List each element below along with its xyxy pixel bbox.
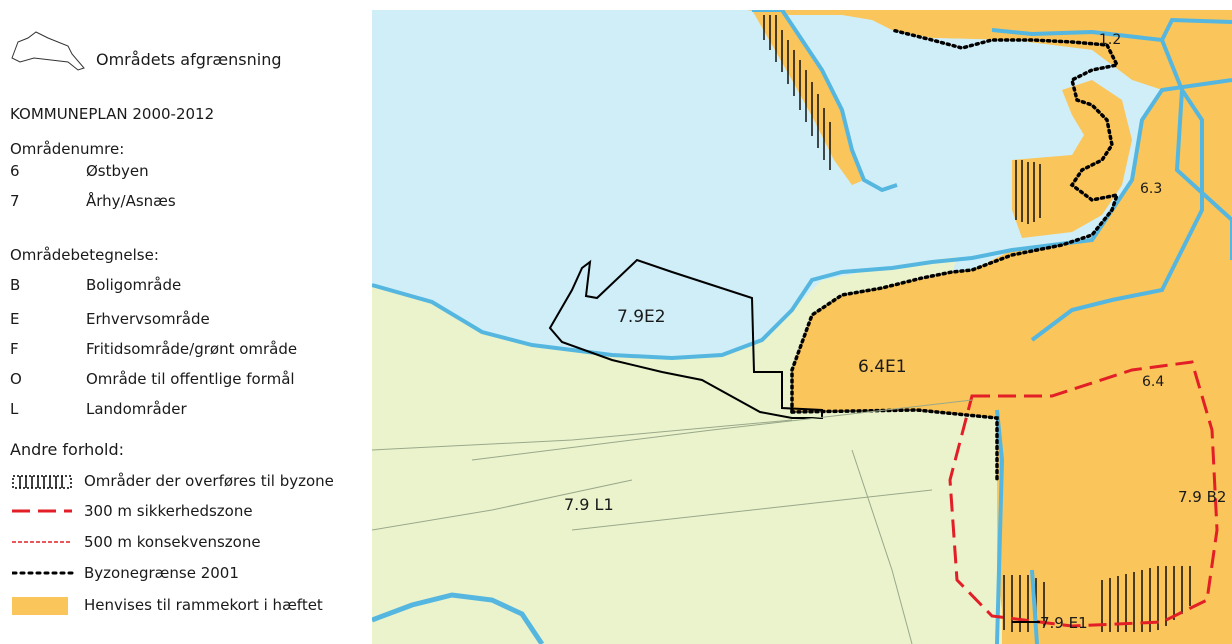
spit-coastline (752, 10, 898, 193)
byzone-boundary (790, 28, 1120, 414)
label-6-3: 6.3 (1140, 181, 1162, 197)
water-area (372, 10, 1232, 358)
byzone-boundary-south (790, 408, 999, 482)
area-numbers-heading: Områdenumre: (10, 140, 125, 158)
label-6-4e1: 6.4E1 (858, 357, 907, 377)
map-legend: Områdets afgrænsning KOMMUNEPLAN 2000-20… (0, 0, 372, 644)
boundary-outline-icon (11, 31, 85, 71)
legend-other-label: Områder der overføres til byzone (84, 472, 334, 490)
label-7-9e2: 7.9E2 (617, 307, 666, 327)
legend-name: Område til offentlige formål (86, 370, 295, 388)
legend-other-label: 500 m konsekvenszone (84, 533, 261, 551)
map-view[interactable]: 1.2 6.3 7.9E2 6.4E1 6.4 7.9 B2 7.9 L1 7.… (372, 10, 1232, 644)
legend-code: 7 (10, 192, 20, 210)
legend-code: B (10, 276, 21, 294)
designation-heading: Områdebetegnelse: (10, 246, 159, 264)
legend-name: Boligområde (86, 276, 182, 294)
legend-code: F (10, 340, 19, 358)
label-1-2: 1.2 (1099, 32, 1121, 48)
road-lines (372, 399, 973, 644)
map-canvas[interactable]: 1.2 6.3 7.9E2 6.4E1 6.4 7.9 B2 7.9 L1 7.… (372, 10, 1232, 644)
legend-code: E (10, 310, 20, 328)
red-short-dash-icon (12, 541, 72, 543)
orange-fill-icon (12, 597, 68, 615)
legend-name: Landområder (86, 400, 187, 418)
south-coastline (372, 592, 545, 644)
safety-zone-300m (948, 360, 1219, 628)
label-6-4: 6.4 (1142, 374, 1164, 390)
label-7-9b2: 7.9 B2 (1178, 488, 1226, 506)
legend-name: Østbyen (86, 162, 149, 180)
legend-code: L (10, 400, 19, 418)
legend-name: Århy/Asnæs (86, 192, 176, 210)
zone-borders-blue (991, 17, 1232, 644)
area-boundary-7-9e2 (548, 258, 823, 419)
boundary-label: Områdets afgrænsning (96, 50, 282, 69)
coastline (372, 78, 1232, 361)
legend-other-label: Byzonegrænse 2001 (84, 564, 239, 582)
legend-code: 6 (10, 162, 20, 180)
label-7-9l1: 7.9 L1 (564, 495, 614, 514)
hatched-transfer-areas (763, 15, 1191, 632)
plan-title: KOMMUNEPLAN 2000-2012 (10, 105, 215, 123)
hatch-icon (12, 475, 72, 489)
other-heading: Andre forhold: (10, 440, 125, 459)
legend-name: Fritidsområde/grønt område (86, 340, 298, 358)
legend-other-label: Henvises til rammekort i hæftet (84, 596, 323, 614)
red-long-dash-icon (12, 509, 72, 513)
urban-area (747, 10, 1232, 644)
spit-area (752, 10, 864, 185)
legend-other-label: 300 m sikkerhedszone (84, 502, 253, 520)
legend-name: Erhvervsområde (86, 310, 210, 328)
legend-code: O (10, 370, 22, 388)
label-7-9e1: 7.9 E1 (1040, 614, 1088, 632)
black-dotted-icon (12, 571, 74, 575)
